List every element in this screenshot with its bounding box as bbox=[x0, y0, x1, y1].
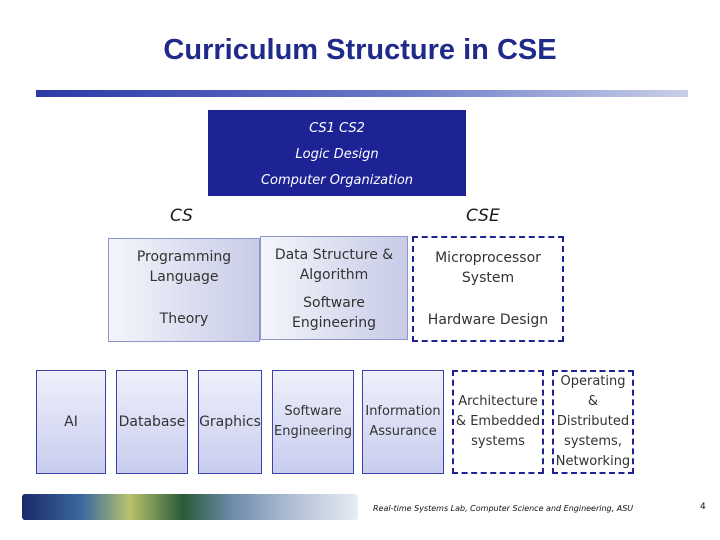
database-text: Database bbox=[118, 414, 186, 430]
information-assurance-text: Information Assurance bbox=[365, 404, 441, 439]
software-engineering-bottom-text: Software Engineering bbox=[274, 404, 352, 439]
ai-text: AI bbox=[64, 414, 78, 430]
label-cse: CSE bbox=[466, 206, 500, 226]
cs-group-box: Programming Language Theory bbox=[108, 238, 260, 342]
core-item-computer-organization: Computer Organization bbox=[260, 173, 414, 188]
core-item-logic-design: Logic Design bbox=[295, 147, 379, 162]
information-assurance-box: Information Assurance bbox=[362, 370, 444, 474]
core-courses-box: CS1 CS2 Logic Design Computer Organizati… bbox=[208, 110, 466, 196]
title-divider bbox=[36, 90, 688, 97]
operating-distributed-text: Operating & Distributed systems, Network… bbox=[555, 374, 631, 469]
slide-title: Curriculum Structure in CSE bbox=[163, 34, 557, 66]
footer-text: Real-time Systems Lab, Computer Science … bbox=[373, 504, 634, 513]
software-engineering-box: Software Engineering bbox=[272, 370, 354, 474]
cse-group-box: Microprocessor System Hardware Design bbox=[412, 236, 564, 342]
programming-language-text: Programming Language bbox=[136, 249, 232, 285]
footer-banner-image bbox=[22, 494, 358, 520]
label-cs: CS bbox=[170, 206, 193, 226]
architecture-embedded-text: Architecture & Embedded systems bbox=[455, 394, 541, 449]
data-structure-algorithm-text: Data Structure & Algorithm bbox=[274, 247, 394, 283]
graphics-box: Graphics bbox=[198, 370, 262, 474]
operating-distributed-box: Operating & Distributed systems, Network… bbox=[552, 370, 634, 474]
theory-text: Theory bbox=[159, 311, 209, 327]
ai-box: AI bbox=[36, 370, 106, 474]
hardware-design-text: Hardware Design bbox=[427, 312, 549, 328]
core-item-cs1-cs2: CS1 CS2 bbox=[309, 121, 365, 136]
shared-group-box: Data Structure & Algorithm Software Engi… bbox=[260, 236, 408, 340]
microprocessor-system-text: Microprocessor System bbox=[435, 250, 541, 286]
database-box: Database bbox=[116, 370, 188, 474]
architecture-embedded-box: Architecture & Embedded systems bbox=[452, 370, 544, 474]
graphics-text: Graphics bbox=[199, 414, 261, 430]
page-number: 4 bbox=[700, 502, 706, 512]
software-engineering-text: Software Engineering bbox=[292, 295, 376, 331]
